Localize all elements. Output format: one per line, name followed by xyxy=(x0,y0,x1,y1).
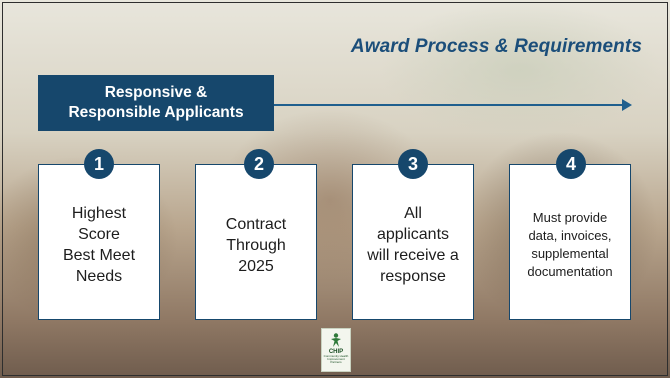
step-2-line-3: 2025 xyxy=(238,257,274,275)
arrow-right-icon xyxy=(622,99,632,111)
step-badge-2: 2 xyxy=(244,149,274,179)
step-badge-4: 4 xyxy=(556,149,586,179)
step-card-2: Contract Through 2025 xyxy=(195,164,317,320)
logo-subtitle: Community Health Improvement Partners xyxy=(323,354,349,364)
logo-wordmark: CHIP xyxy=(328,349,344,355)
step-3-line-4: response xyxy=(380,268,446,285)
step-card-1: Highest Score Best Meet Needs xyxy=(38,164,160,320)
banner-line-2: Responsible Applicants xyxy=(68,104,244,121)
step-4-line-3: supplemental xyxy=(531,246,609,261)
step-1-line-1: Highest xyxy=(71,205,127,222)
step-4-line-4: documentation xyxy=(527,264,613,279)
step-badge-1: 1 xyxy=(84,149,114,179)
arrow-line xyxy=(274,104,626,106)
step-2-line-2: Through xyxy=(226,236,286,254)
step-2-line-1: Contract xyxy=(225,215,287,233)
slide-title: Award Process & Requirements xyxy=(350,36,642,57)
step-3-line-2: applicants xyxy=(376,226,450,243)
step-card-4: Must provide data, invoices, supplementa… xyxy=(509,164,631,320)
step-4-line-2: data, invoices, xyxy=(528,228,612,243)
step-1-line-3: Best Meet xyxy=(62,247,136,264)
step-1-line-2: Score xyxy=(78,226,120,243)
banner: Responsive & Responsible Applicants xyxy=(38,75,274,131)
step-4-line-1: Must provide xyxy=(532,210,608,225)
step-1-line-4: Needs xyxy=(75,268,123,285)
chip-logo: CHIP Community Health Improvement Partne… xyxy=(321,328,351,372)
banner-line-1: Responsive & xyxy=(104,84,208,101)
step-card-3: All applicants will receive a response xyxy=(352,164,474,320)
step-3-line-1: All xyxy=(404,205,422,222)
person-figure-icon xyxy=(331,333,341,347)
step-badge-3: 3 xyxy=(398,149,428,179)
step-3-line-3: will receive a xyxy=(367,247,459,264)
